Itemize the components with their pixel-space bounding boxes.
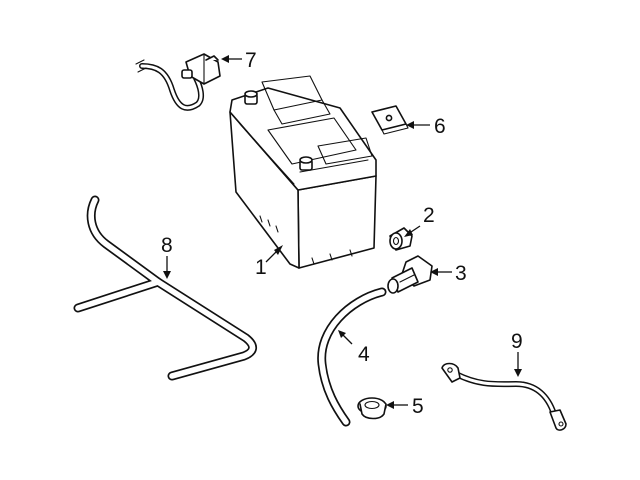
callout-6: 6 (434, 115, 446, 138)
drain-tube (73, 195, 257, 381)
battery (229, 75, 377, 269)
callout-9: 9 (511, 330, 523, 353)
callout-labels: 1 2 3 4 5 6 7 8 9 (161, 49, 523, 418)
callout-4: 4 (358, 343, 370, 366)
callout-8: 8 (161, 234, 173, 257)
elbow-fitting (387, 255, 433, 294)
callout-2: 2 (423, 204, 435, 227)
leader-lines (163, 55, 522, 409)
hold-down-clip (371, 105, 409, 135)
ground-cable (441, 362, 567, 431)
callout-3: 3 (455, 262, 467, 285)
callout-1: 1 (255, 256, 267, 279)
vent-hose (317, 287, 387, 427)
callout-5: 5 (412, 395, 424, 418)
grommet (357, 397, 387, 420)
vent-plug (389, 227, 413, 251)
sensor-cable (135, 53, 221, 111)
callout-7: 7 (245, 49, 257, 72)
